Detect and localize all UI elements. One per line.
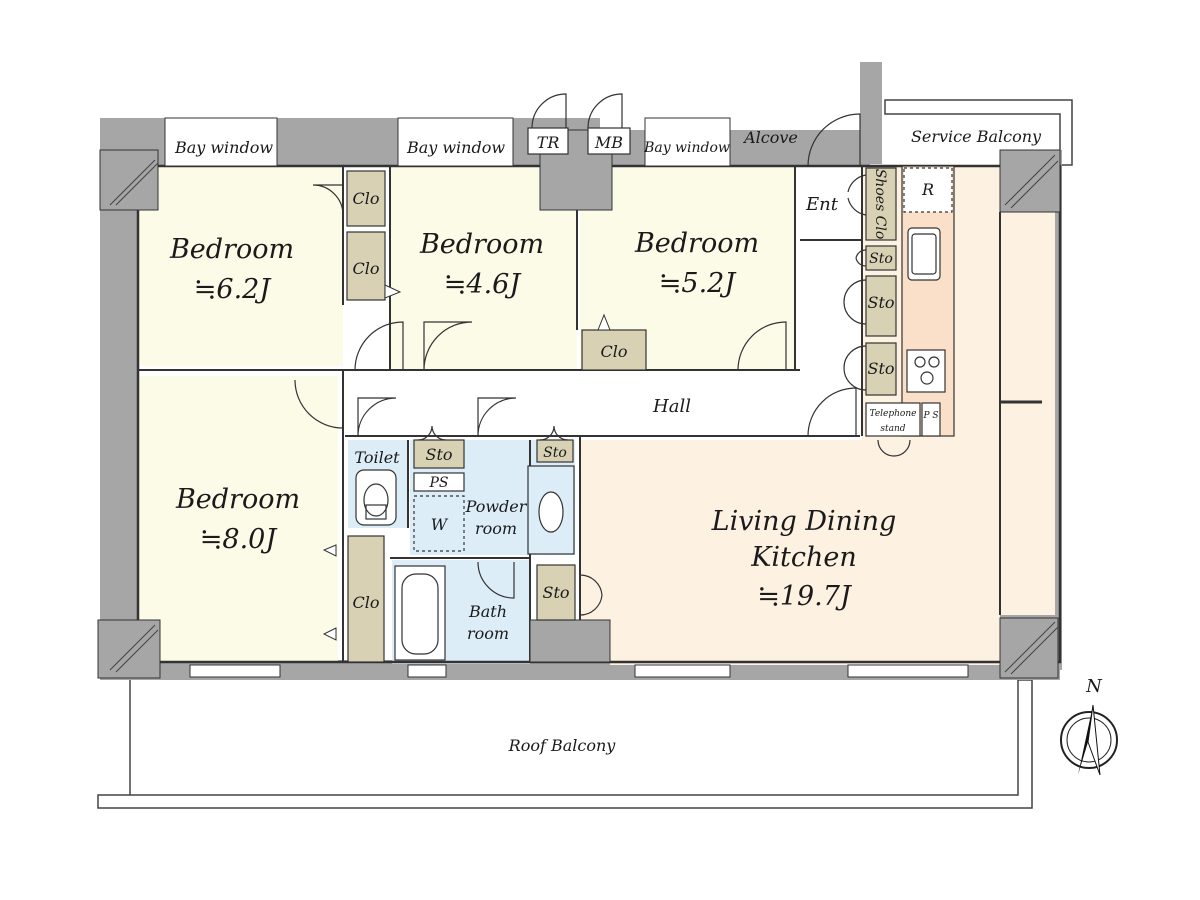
bedroom-4-floor <box>138 376 338 661</box>
ps-1-label: PS <box>428 475 448 491</box>
bedroom-2-size: ≒4.6J <box>444 269 523 300</box>
bay-window-1-label: Bay window <box>174 138 273 157</box>
door-swings <box>294 93 911 616</box>
powder-room-line1: Powder <box>465 497 528 516</box>
sto-5-label: Sto <box>867 293 894 312</box>
bedroom-4-name: Bedroom <box>175 484 300 515</box>
bedroom-3-name: Bedroom <box>634 228 759 259</box>
clo-1-label: Clo <box>353 189 380 208</box>
bedroom-1-size: ≒6.2J <box>194 274 273 305</box>
ps-2-label: P S <box>922 411 938 421</box>
clo-2-label: Clo <box>353 259 380 278</box>
washer-label: W <box>431 515 449 534</box>
fixtures <box>355 465 575 661</box>
roof-balcony <box>97 679 1033 809</box>
telephone-stand-line2: stand <box>880 424 905 434</box>
entrance-floor <box>800 166 862 436</box>
bedroom-1-floor <box>138 166 343 366</box>
compass-icon <box>1060 704 1118 776</box>
bedroom-1-name: Bedroom <box>169 234 294 265</box>
clo-3-label: Clo <box>601 342 628 361</box>
bay-window-2-label: Bay window <box>406 138 505 157</box>
bedroom-4-size: ≒8.0J <box>200 524 279 555</box>
clo-4-label: Clo <box>353 593 380 612</box>
ldk-name-line2: Kitchen <box>750 542 857 573</box>
utility-boxes <box>527 127 631 155</box>
compass-north-label: N <box>1085 676 1103 697</box>
column-hatching <box>109 154 1059 675</box>
bedroom-2-name: Bedroom <box>419 229 544 260</box>
bath-room-line2: room <box>467 624 509 643</box>
kitchen-counter <box>865 165 955 437</box>
mb-label: MB <box>594 133 623 152</box>
bay-window-3-label: Bay window <box>643 140 730 156</box>
alcove-label: Alcove <box>742 128 798 147</box>
ldk-name-line1: Living Dining <box>711 506 897 537</box>
roof-balcony-label: Roof Balcony <box>508 736 617 755</box>
sto-2-label: Sto <box>543 445 567 461</box>
shoes-clo-label: Shoes Clo <box>872 169 888 240</box>
sto-4-label: Sto <box>869 251 893 267</box>
service-balcony-label: Service Balcony <box>911 127 1042 146</box>
closet-door-marks <box>322 284 611 641</box>
tr-label: TR <box>537 133 560 152</box>
sto-6-label: Sto <box>867 359 894 378</box>
refrigerator-label: R <box>921 180 934 199</box>
sto-1-label: Sto <box>425 445 452 464</box>
hall-floor <box>345 376 860 436</box>
entrance-label: Ent <box>805 194 839 215</box>
ldk-size: ≒19.7J <box>757 581 853 612</box>
bath-room-line1: Bath <box>468 602 507 621</box>
labels: Bedroom ≒6.2J Bedroom ≒4.6J Bedroom ≒5.2… <box>169 127 1103 755</box>
sto-3-label: Sto <box>542 583 569 602</box>
bedroom-3-size: ≒5.2J <box>659 268 738 299</box>
telephone-stand-line1: Telephone <box>870 409 917 419</box>
hall-label: Hall <box>652 396 691 417</box>
windows <box>164 117 969 678</box>
toilet-label: Toilet <box>354 448 400 467</box>
powder-room-line2: room <box>475 519 517 538</box>
storage-blocks <box>346 167 897 663</box>
